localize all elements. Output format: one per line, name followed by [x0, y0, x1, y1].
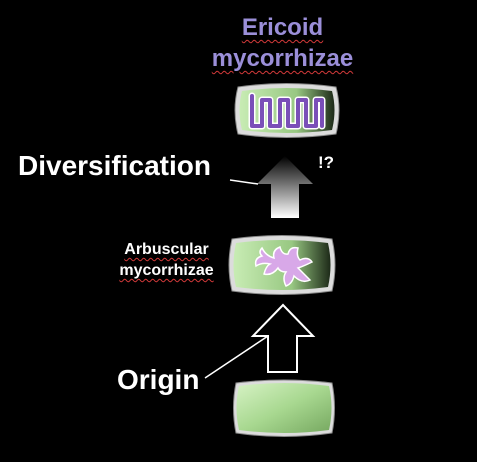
diversification-pointer-line [229, 179, 259, 185]
ericoid-cell [234, 83, 340, 138]
root-cell-body [236, 383, 332, 433]
diversification-arrow [257, 156, 313, 218]
origin-pointer-line [204, 335, 269, 379]
ericoid-label-line2: mycorrhizae [211, 45, 354, 72]
ericoid-label: Ericoid mycorrhizae [200, 12, 365, 74]
arbuscular-label-line1: Arbuscular [124, 241, 209, 258]
question-mark-label: !? [318, 153, 335, 172]
arbuscule-shape [254, 246, 314, 287]
arbuscular-cell [228, 235, 336, 295]
root-cell [233, 379, 335, 437]
origin-arrow [250, 303, 316, 373]
diversification-label: Diversification [18, 150, 211, 181]
origin-label: Origin [117, 364, 200, 395]
arbuscular-label: Arbuscular mycorrhizae [104, 239, 229, 281]
arbuscular-label-line2: mycorrhizae [119, 262, 214, 279]
ericoid-label-line1: Ericoid [241, 14, 324, 41]
